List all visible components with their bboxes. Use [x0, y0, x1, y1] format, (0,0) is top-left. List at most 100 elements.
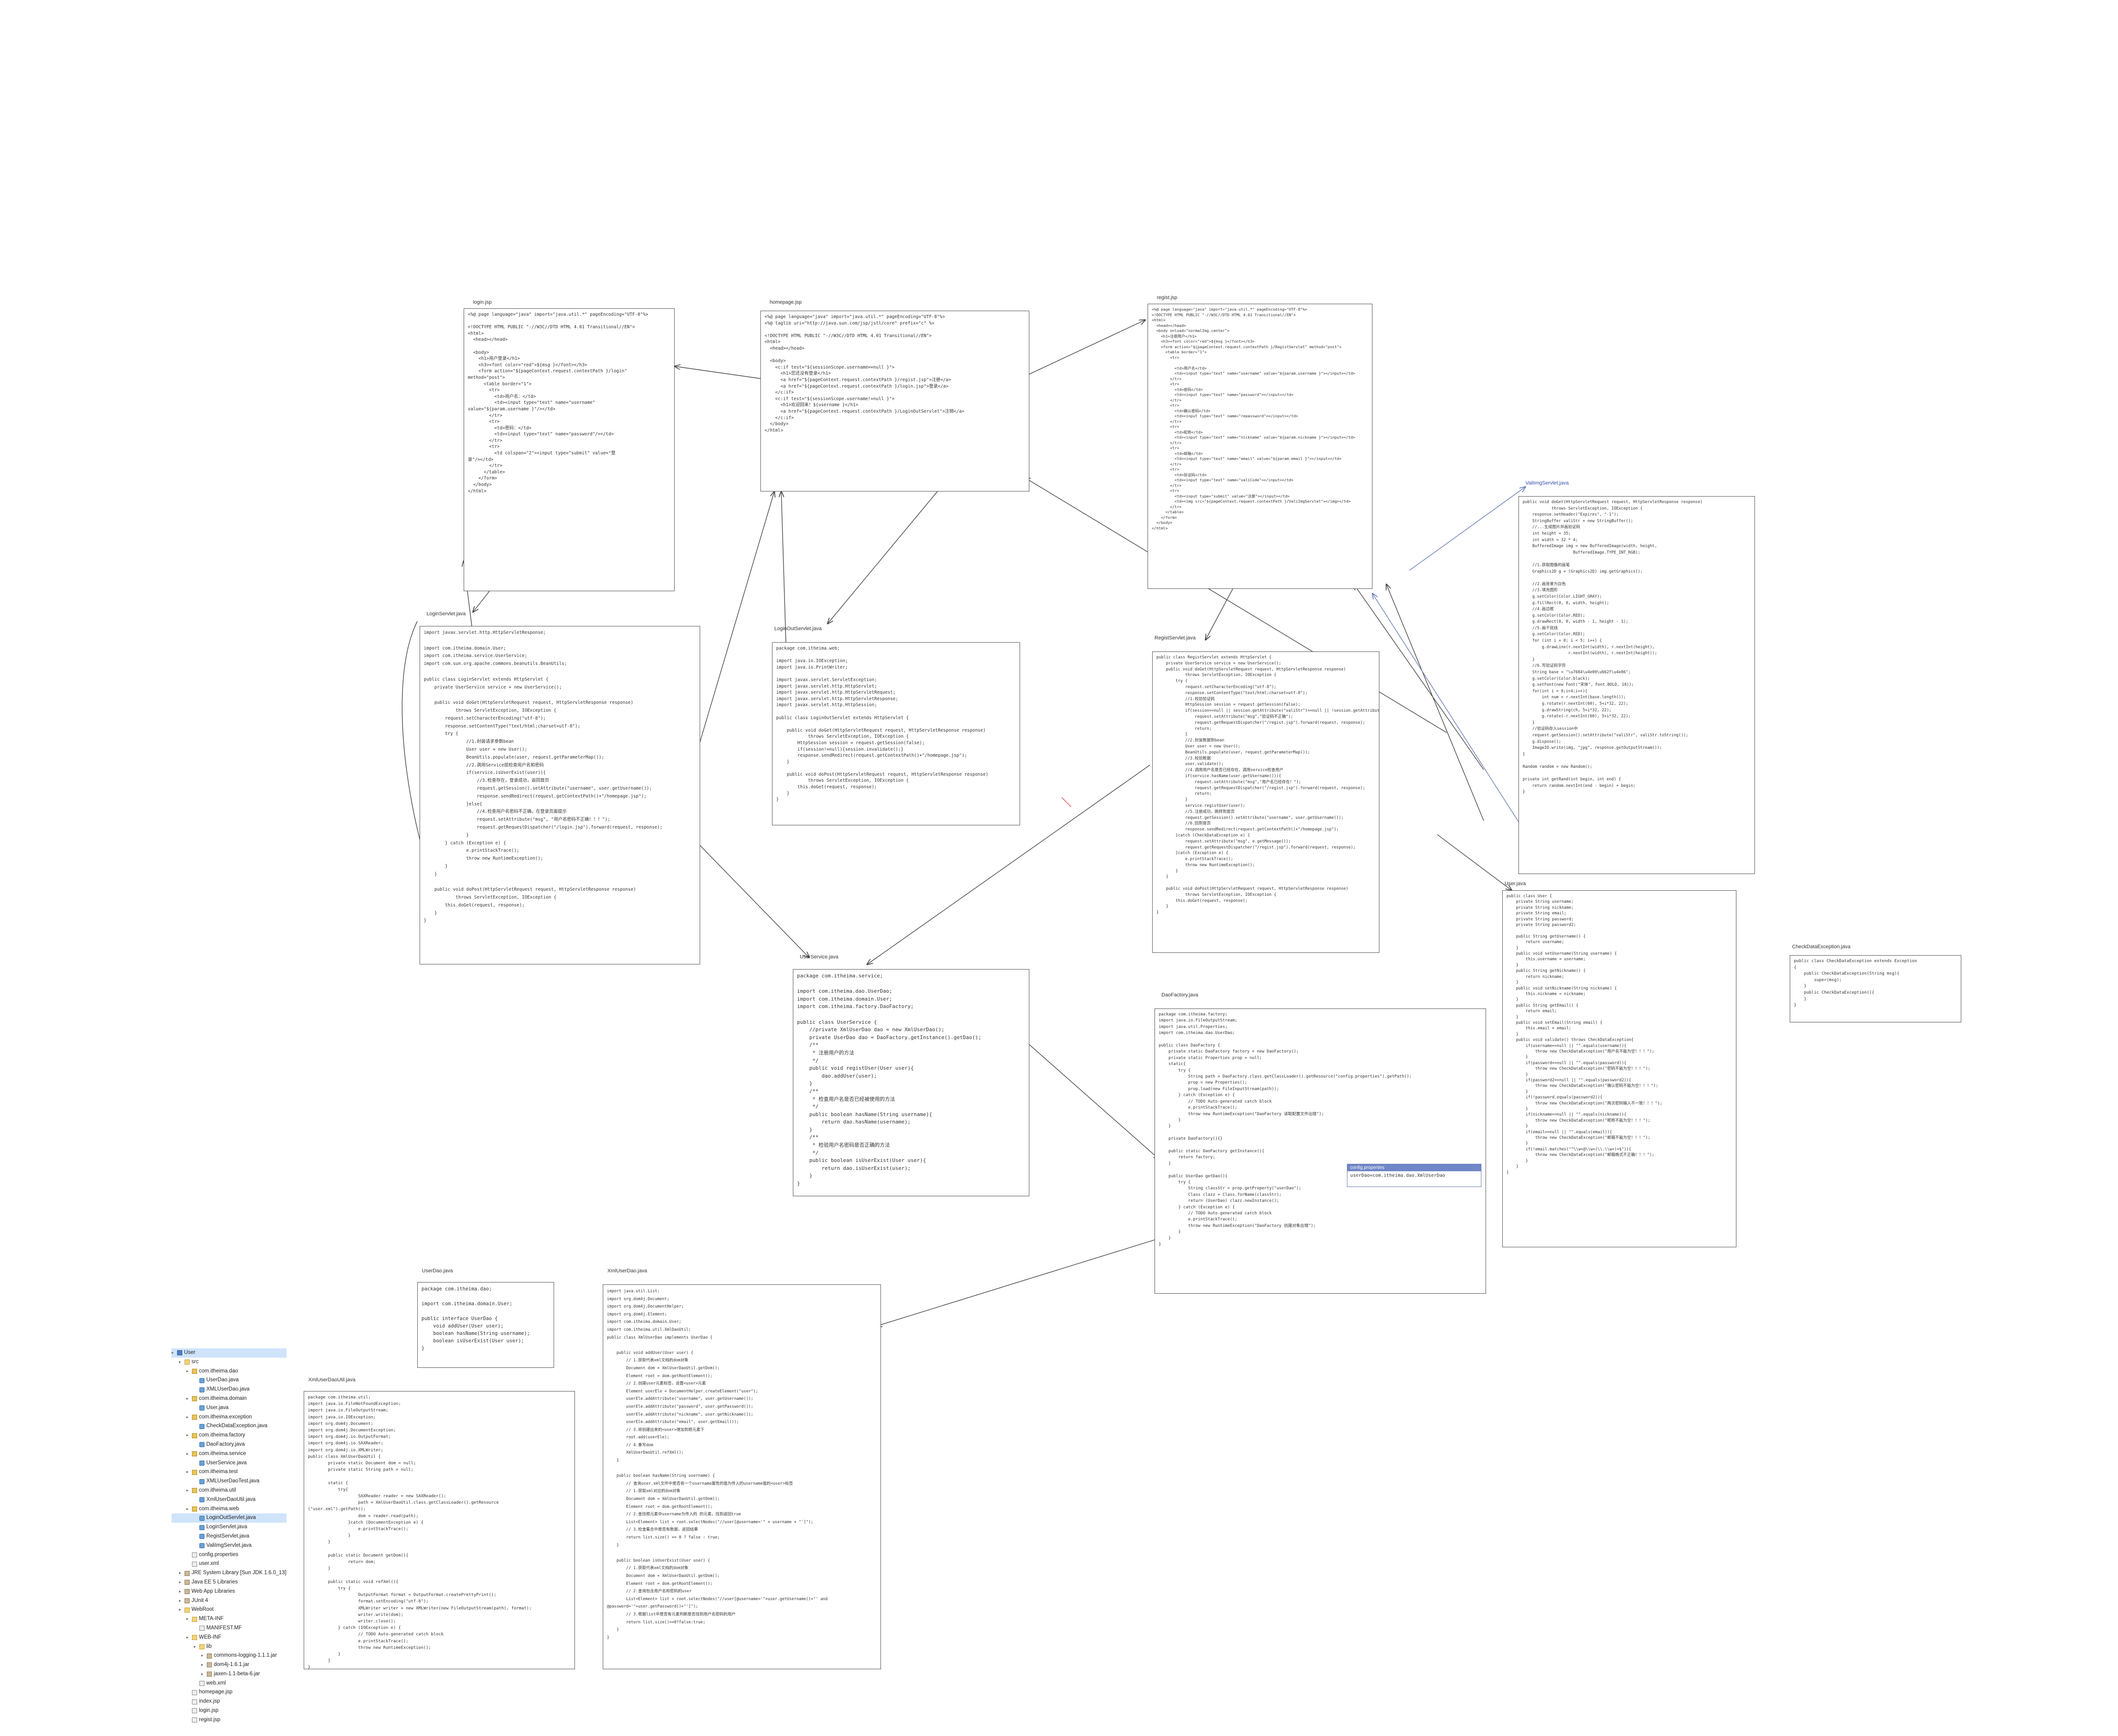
file-title-userservice: UserService.java — [800, 954, 839, 960]
tree-twisty-icon[interactable]: ▸ — [186, 1616, 189, 1621]
tree-item[interactable]: ▸com.itheima.exception — [172, 1413, 287, 1422]
code-checkdata: public class CheckDataException extends … — [1794, 959, 1917, 1008]
tree-item[interactable]: ▸ Web App Libraries — [172, 1587, 287, 1596]
tree-item[interactable]: XMLUserDao.java — [172, 1385, 287, 1394]
tree-item[interactable]: User.java — [172, 1404, 287, 1413]
tree-item[interactable]: ValiImgServlet.java — [172, 1541, 287, 1551]
arrow-daofactory-to-xmluserdao — [876, 1224, 1206, 1326]
tree-item[interactable]: RegistServlet.java — [172, 1532, 287, 1541]
pkg-icon — [192, 1433, 197, 1438]
config-popup-title: config.properties — [1347, 1164, 1481, 1171]
tree-item[interactable]: config.properties — [172, 1551, 287, 1560]
tree-item[interactable]: ▸ commons-logging-1.1.1.jar — [172, 1651, 287, 1660]
tree-item-label: homepage.jsp — [199, 1689, 233, 1695]
tree-item[interactable]: web.xml — [172, 1679, 287, 1688]
tree-twisty-icon[interactable]: ▸ — [186, 1506, 189, 1511]
code-homepage: <%@ page language="java" import="java.ut… — [765, 314, 964, 433]
code-box-login: <%@ page language="java" import="java.ut… — [464, 308, 675, 591]
tree-item-label: com.itheima.dao — [199, 1368, 238, 1374]
tree-item[interactable]: ▸com.itheima.domain — [172, 1394, 287, 1404]
tree-twisty-icon[interactable]: ▸ — [186, 1451, 189, 1456]
tree-item[interactable]: LoginServlet.java — [172, 1523, 287, 1532]
tree-item[interactable]: ▸WebRoot — [172, 1605, 287, 1615]
file-title-login: login.jsp — [473, 300, 492, 305]
tree-item[interactable]: ▸ com.itheima.factory — [172, 1431, 287, 1440]
code-box-regist: <%@ page language="java" import="java.ut… — [1148, 304, 1372, 589]
file-icon — [192, 1561, 197, 1567]
tree-item-label: Web App Libraries — [191, 1588, 235, 1594]
pkg-icon — [192, 1414, 197, 1420]
tree-item[interactable]: ▸com.itheima.web — [172, 1505, 287, 1514]
tree-item-label: UserDao.java — [206, 1377, 239, 1383]
tree-item[interactable]: ▸src — [172, 1358, 287, 1367]
tree-item[interactable]: regist.jsp — [172, 1716, 287, 1725]
java-icon — [199, 1442, 204, 1448]
arrow-regist-to-valiimg — [1409, 487, 1525, 571]
tree-item[interactable]: DaoFactory.java — [172, 1440, 287, 1449]
tree-twisty-icon[interactable]: ▸ — [201, 1671, 204, 1676]
tree-item[interactable]: MANIFEST.MF — [172, 1624, 287, 1633]
tree-twisty-icon[interactable]: ▸ — [179, 1589, 181, 1594]
tree-twisty-icon[interactable]: ▸ — [201, 1653, 204, 1658]
code-box-xmluserdao: import java.util.List; import org.dom4j.… — [603, 1284, 881, 1669]
tree-item[interactable]: ▸ com.itheima.service — [172, 1449, 287, 1459]
tree-item[interactable]: ▸jaxen-1.1-beta-6.jar — [172, 1670, 287, 1679]
lib-icon — [185, 1598, 190, 1603]
tree-item[interactable]: CheckDataException.java — [172, 1422, 287, 1431]
lib-icon — [207, 1662, 212, 1668]
tree-item-label: META-INF — [199, 1616, 224, 1622]
tree-item[interactable]: ▸WEB-INF — [172, 1633, 287, 1642]
tree-twisty-icon[interactable]: ▸ — [186, 1487, 189, 1493]
tree-twisty-icon[interactable]: ▸ — [172, 1350, 174, 1355]
tree-item[interactable]: ▸ dom4j-1.6.1.jar — [172, 1660, 287, 1670]
pkg-icon — [192, 1451, 197, 1457]
tree-twisty-icon[interactable]: ▸ — [179, 1598, 181, 1603]
tree-item[interactable]: ▸ com.itheima.dao — [172, 1367, 287, 1376]
tree-item-label: LoginServlet.java — [206, 1524, 248, 1530]
tree-item[interactable]: XmlUserDaoUtil.java — [172, 1495, 287, 1505]
file-title-valiimg: ValiImgServlet.java — [1525, 480, 1569, 486]
code-box-valiimg: public void doGet(HttpServletRequest req… — [1518, 496, 1755, 874]
tree-item[interactable]: ▸ lib — [172, 1642, 287, 1652]
tree-twisty-icon[interactable]: ▸ — [201, 1662, 204, 1667]
tree-twisty-icon[interactable]: ▸ — [186, 1634, 189, 1640]
tree-item-label: com.itheima.service — [199, 1450, 246, 1456]
tree-item[interactable]: index.jsp — [172, 1697, 287, 1706]
tree-item[interactable]: ▸ META-INF — [172, 1615, 287, 1624]
tree-twisty-icon[interactable]: ▸ — [186, 1414, 189, 1419]
arrow-registservlet-to-user — [1437, 834, 1512, 890]
tree-item[interactable]: login.jsp — [172, 1706, 287, 1716]
tree-item-label: lib — [206, 1643, 212, 1649]
tree-item-label: CheckDataException.java — [206, 1423, 268, 1429]
tree-twisty-icon[interactable]: ▸ — [186, 1396, 189, 1401]
tree-item[interactable]: UserService.java — [172, 1459, 287, 1468]
tree-item[interactable]: homepage.jsp — [172, 1688, 287, 1697]
tree-item-label: com.itheima.factory — [199, 1432, 245, 1438]
tree-item[interactable]: ▸JRE System Library [Sun JDK 1.6.0_13] — [172, 1569, 287, 1578]
tree-twisty-icon[interactable]: ▸ — [179, 1579, 181, 1584]
tree-twisty-icon[interactable]: ▸ — [179, 1570, 181, 1576]
pkg-icon — [192, 1488, 197, 1493]
tree-twisty-icon[interactable]: ▸ — [186, 1368, 189, 1373]
tree-twisty-icon[interactable]: ▸ — [179, 1359, 181, 1364]
tree-item[interactable]: LoginOutServlet.java — [172, 1513, 287, 1523]
tree-item[interactable]: ▸JUnit 4 — [172, 1596, 287, 1606]
tree-item[interactable]: ▸User — [172, 1348, 287, 1358]
tree-item[interactable]: XMLUserDaoTest.java — [172, 1477, 287, 1486]
java-icon — [199, 1423, 204, 1429]
file-title-xmluserdao: XmlUserDao.java — [607, 1268, 647, 1274]
folder-icon — [192, 1635, 197, 1640]
tree-twisty-icon[interactable]: ▸ — [179, 1607, 181, 1612]
tree-item[interactable]: user.xml — [172, 1559, 287, 1569]
tree-item-label: dom4j-1.6.1.jar — [214, 1662, 249, 1668]
tree-twisty-icon[interactable]: ▸ — [186, 1433, 189, 1438]
tree-item[interactable]: ▸Java EE 5 Libraries — [172, 1578, 287, 1587]
tree-item-label: commons-logging-1.1.1.jar — [214, 1653, 277, 1659]
tree-item[interactable]: ▸com.itheima.util — [172, 1486, 287, 1495]
tree-item-label: LoginOutServlet.java — [206, 1515, 256, 1521]
tree-twisty-icon[interactable]: ▸ — [194, 1644, 196, 1649]
tree-item[interactable]: UserDao.java — [172, 1376, 287, 1385]
tree-item-label: com.itheima.test — [199, 1469, 238, 1475]
tree-twisty-icon[interactable]: ▸ — [186, 1469, 189, 1474]
tree-item[interactable]: ▸ com.itheima.test — [172, 1468, 287, 1477]
